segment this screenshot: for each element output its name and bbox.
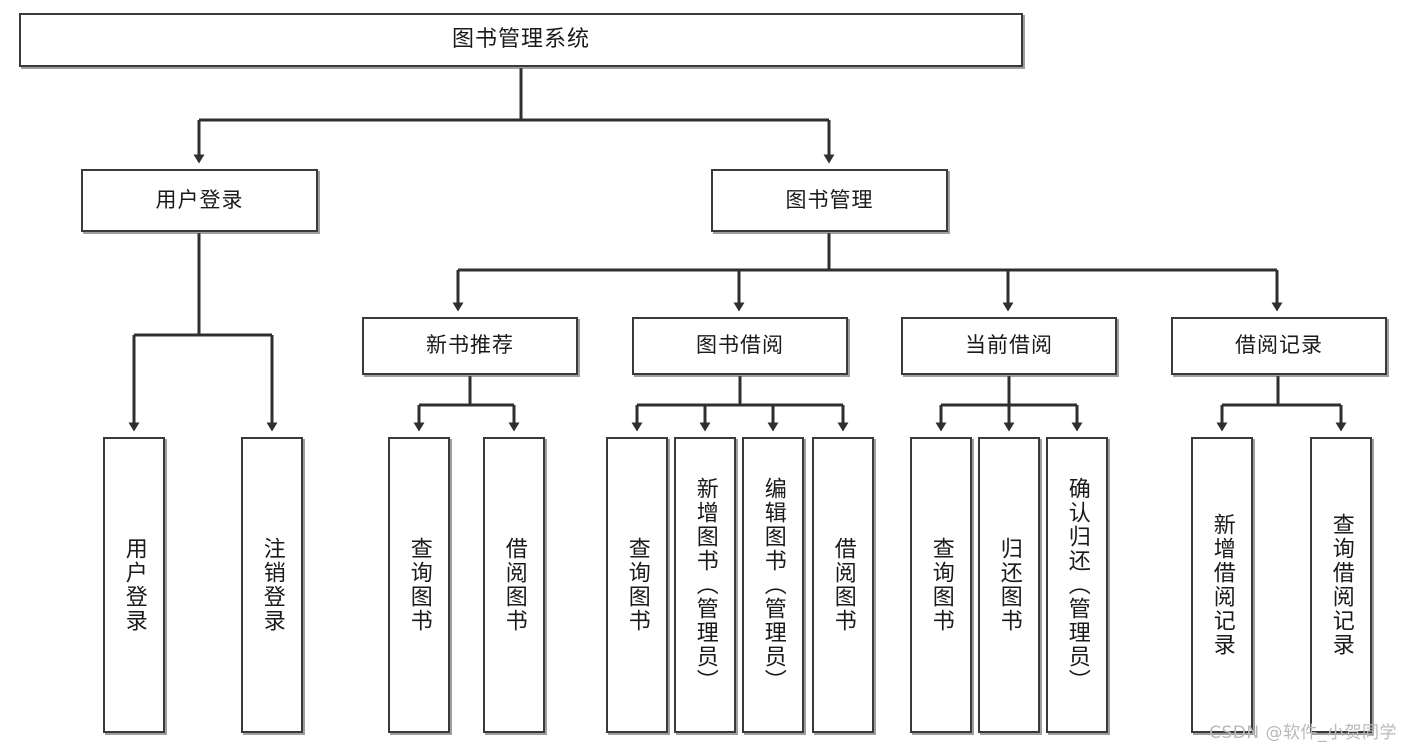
node-label: 当前借阅 [965, 333, 1053, 358]
node-leaf-user-login[interactable]: 用户登录 [103, 437, 165, 733]
node-label: 新书推荐 [426, 333, 514, 358]
node-leaf-query-book-1[interactable]: 查询图书 [388, 437, 450, 733]
node-leaf-add-record[interactable]: 新增借阅记录 [1191, 437, 1253, 733]
watermark-text: CSDN @软件_小贺同学 [1209, 723, 1397, 743]
node-label: 图书借阅 [696, 333, 784, 358]
node-label: 借阅图书 [501, 537, 527, 633]
node-borrow-record[interactable]: 借阅记录 [1171, 317, 1387, 375]
node-label: 归还图书 [996, 537, 1022, 633]
node-label: 新增图书（管理员） [692, 477, 718, 693]
node-root-book-management-system[interactable]: 图书管理系统 [19, 13, 1023, 67]
node-leaf-borrow-book-1[interactable]: 借阅图书 [483, 437, 545, 733]
node-leaf-query-book-3[interactable]: 查询图书 [910, 437, 972, 733]
node-label: 查询图书 [406, 537, 432, 633]
node-label: 图书管理 [785, 187, 874, 212]
node-label: 编辑图书（管理员） [760, 477, 786, 693]
node-label: 注销登录 [259, 537, 285, 633]
node-leaf-query-record[interactable]: 查询借阅记录 [1310, 437, 1372, 733]
node-label: 借阅图书 [830, 537, 856, 633]
node-leaf-add-book[interactable]: 新增图书（管理员） [674, 437, 736, 733]
node-label: 借阅记录 [1235, 333, 1323, 358]
node-label: 图书管理系统 [451, 26, 590, 52]
node-new-book-recommend[interactable]: 新书推荐 [362, 317, 578, 375]
node-label: 查询图书 [928, 537, 954, 633]
node-leaf-return-book[interactable]: 归还图书 [978, 437, 1040, 733]
node-leaf-logout[interactable]: 注销登录 [241, 437, 303, 733]
node-label: 查询借阅记录 [1328, 513, 1354, 657]
node-label: 查询图书 [624, 537, 650, 633]
node-label: 新增借阅记录 [1209, 513, 1235, 657]
node-leaf-query-book-2[interactable]: 查询图书 [606, 437, 668, 733]
node-label: 确认归还（管理员） [1064, 477, 1090, 693]
node-current-borrow[interactable]: 当前借阅 [901, 317, 1117, 375]
node-label: 用户登录 [155, 187, 244, 212]
node-leaf-borrow-book-2[interactable]: 借阅图书 [812, 437, 874, 733]
node-label: 用户登录 [121, 537, 147, 633]
node-user-login[interactable]: 用户登录 [81, 169, 318, 232]
node-leaf-edit-book[interactable]: 编辑图书（管理员） [742, 437, 804, 733]
node-book-borrow[interactable]: 图书借阅 [632, 317, 848, 375]
node-book-management[interactable]: 图书管理 [711, 169, 948, 232]
node-leaf-confirm-return[interactable]: 确认归还（管理员） [1046, 437, 1108, 733]
